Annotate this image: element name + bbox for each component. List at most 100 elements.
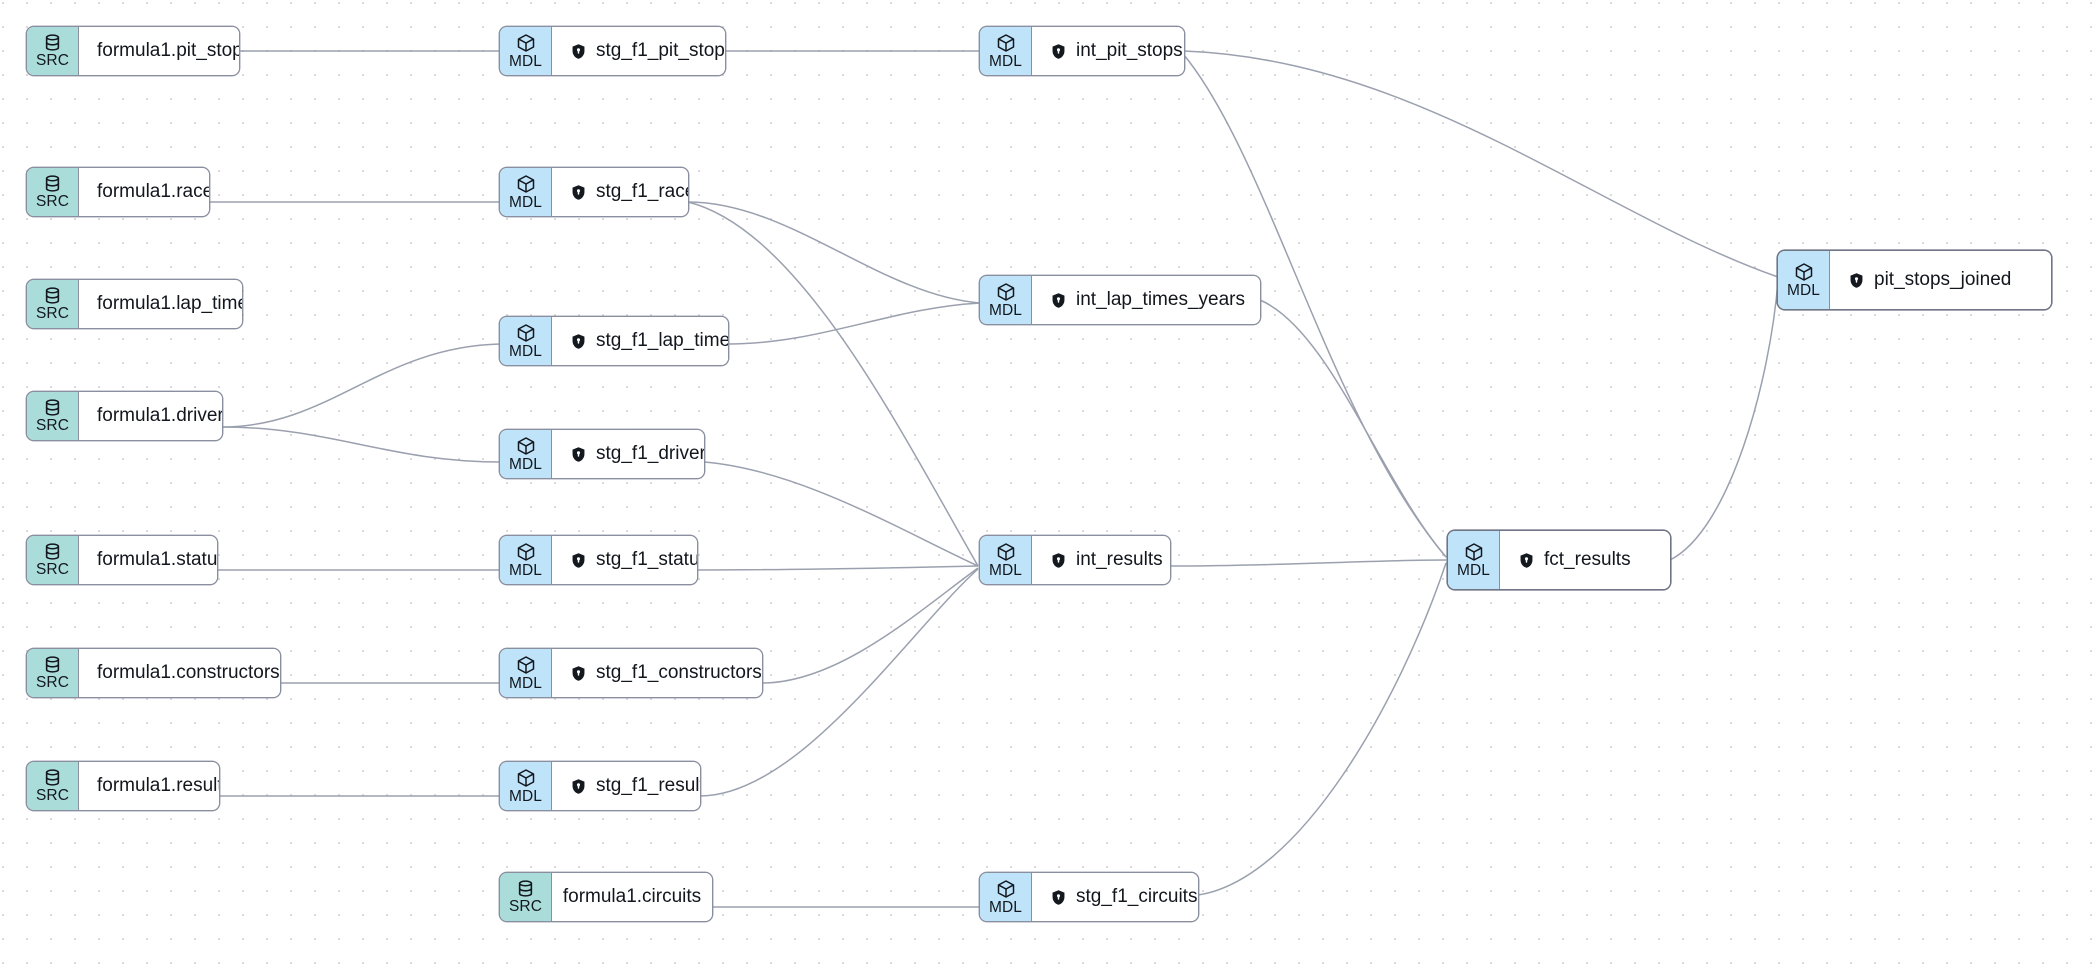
shield-lock-icon: [570, 665, 587, 682]
database-cylinder-icon: [43, 33, 62, 52]
node-stg_status[interactable]: MDL stg_f1_status: [500, 536, 697, 584]
cube-icon: [516, 436, 536, 456]
node-badge-label: MDL: [508, 455, 543, 473]
cube-icon: [516, 174, 536, 194]
node-body: pit_stops_joined: [1830, 251, 2051, 309]
node-badge-label: MDL: [988, 301, 1023, 319]
edge-src_drivers-to-stg_lap_times: [221, 343, 501, 428]
node-label: int_lap_times_years: [1076, 288, 1245, 310]
node-label: stg_f1_circuits: [1076, 885, 1198, 907]
node-body: int_lap_times_years: [1032, 276, 1260, 324]
node-stg_constructors[interactable]: MDL stg_f1_constructors: [500, 649, 762, 697]
node-label: stg_f1_pit_stops: [596, 39, 725, 61]
edge-stg_races-to-int_lap_times_years: [687, 201, 981, 304]
node-label: formula1.constructors: [97, 661, 280, 683]
cube-icon: [516, 655, 536, 675]
edge-fct_results-to-pit_stops_joined: [1669, 280, 1779, 561]
node-label: formula1.races: [97, 180, 209, 202]
node-label: stg_f1_results: [596, 774, 700, 796]
node-body: stg_f1_lap_times: [552, 317, 728, 365]
node-badge-label: MDL: [988, 898, 1023, 916]
node-badge-mdl: MDL: [980, 536, 1032, 584]
node-body: stg_f1_pit_stops: [552, 27, 725, 75]
shield-lock-icon: [570, 43, 587, 60]
node-badge-label: MDL: [508, 52, 543, 70]
node-body: formula1.status: [79, 536, 217, 584]
node-stg_drivers[interactable]: MDL stg_f1_drivers: [500, 430, 704, 478]
edge-int_results-to-fct_results: [1169, 559, 1447, 567]
edge-int_lap_times_years-to-fct_results: [1259, 299, 1447, 558]
node-body: stg_f1_drivers: [552, 430, 704, 478]
node-badge-label: SRC: [35, 787, 70, 805]
node-badge-label: MDL: [1786, 281, 1821, 299]
node-badge-mdl: MDL: [500, 168, 552, 216]
node-body: formula1.constructors: [79, 649, 280, 697]
cube-icon: [516, 33, 536, 53]
shield-lock-icon: [1050, 292, 1067, 309]
node-stg_circuits[interactable]: MDL stg_f1_circuits: [980, 873, 1198, 921]
node-badge-src: SRC: [27, 762, 79, 810]
edge-stg_circuits-to-fct_results: [1197, 562, 1447, 896]
node-badge-label: SRC: [35, 193, 70, 211]
node-badge-label: MDL: [508, 787, 543, 805]
node-badge-label: SRC: [508, 898, 543, 916]
shield-lock-icon: [1050, 43, 1067, 60]
node-stg_results[interactable]: MDL stg_f1_results: [500, 762, 700, 810]
node-int_lap_times_years[interactable]: MDL int_lap_times_years: [980, 276, 1260, 324]
node-body: stg_f1_races: [552, 168, 688, 216]
cube-icon: [996, 282, 1016, 302]
node-body: int_results: [1032, 536, 1170, 584]
node-label: int_pit_stops: [1076, 39, 1183, 61]
node-badge-mdl: MDL: [980, 873, 1032, 921]
node-body: formula1.results: [79, 762, 219, 810]
node-src_drivers[interactable]: SRC formula1.drivers: [27, 392, 222, 440]
node-label: formula1.drivers: [97, 404, 222, 426]
cube-icon: [516, 768, 536, 788]
database-cylinder-icon: [43, 398, 62, 417]
shield-lock-icon: [570, 446, 587, 463]
database-cylinder-icon: [43, 542, 62, 561]
node-label: stg_f1_lap_times: [596, 329, 728, 351]
shield-lock-icon: [1848, 272, 1865, 289]
node-badge-src: SRC: [27, 280, 79, 328]
node-badge-src: SRC: [27, 27, 79, 75]
node-src_circuits[interactable]: SRC formula1.circuits: [500, 873, 712, 921]
edge-stg_status-to-int_results: [696, 565, 979, 571]
shield-lock-icon: [1050, 889, 1067, 906]
edge-src_drivers-to-stg_drivers: [221, 426, 501, 463]
shield-lock-icon: [570, 184, 587, 201]
node-body: int_pit_stops: [1032, 27, 1184, 75]
node-body: stg_f1_constructors: [552, 649, 762, 697]
node-src_races[interactable]: SRC formula1.races: [27, 168, 209, 216]
node-label: pit_stops_joined: [1874, 268, 2012, 290]
node-stg_races[interactable]: MDL stg_f1_races: [500, 168, 688, 216]
node-badge-label: MDL: [508, 561, 543, 579]
database-cylinder-icon: [43, 768, 62, 787]
node-src_results[interactable]: SRC formula1.results: [27, 762, 219, 810]
shield-lock-icon: [570, 333, 587, 350]
node-body: formula1.circuits: [552, 873, 712, 921]
node-label: stg_f1_status: [596, 548, 697, 570]
edge-int_pit_stops-to-pit_stops_joined: [1183, 50, 1779, 278]
node-badge-label: MDL: [508, 193, 543, 211]
node-stg_pit_stops[interactable]: MDL stg_f1_pit_stops: [500, 27, 725, 75]
node-body: stg_f1_results: [552, 762, 700, 810]
cube-icon: [996, 33, 1016, 53]
node-badge-label: MDL: [508, 674, 543, 692]
database-cylinder-icon: [43, 286, 62, 305]
node-badge-src: SRC: [27, 168, 79, 216]
node-label: formula1.status: [97, 548, 217, 570]
node-badge-mdl: MDL: [500, 649, 552, 697]
node-badge-src: SRC: [27, 392, 79, 440]
node-pit_stops_joined[interactable]: MDL pit_stops_joined: [1778, 251, 2051, 309]
node-badge-mdl: MDL: [1448, 531, 1500, 589]
